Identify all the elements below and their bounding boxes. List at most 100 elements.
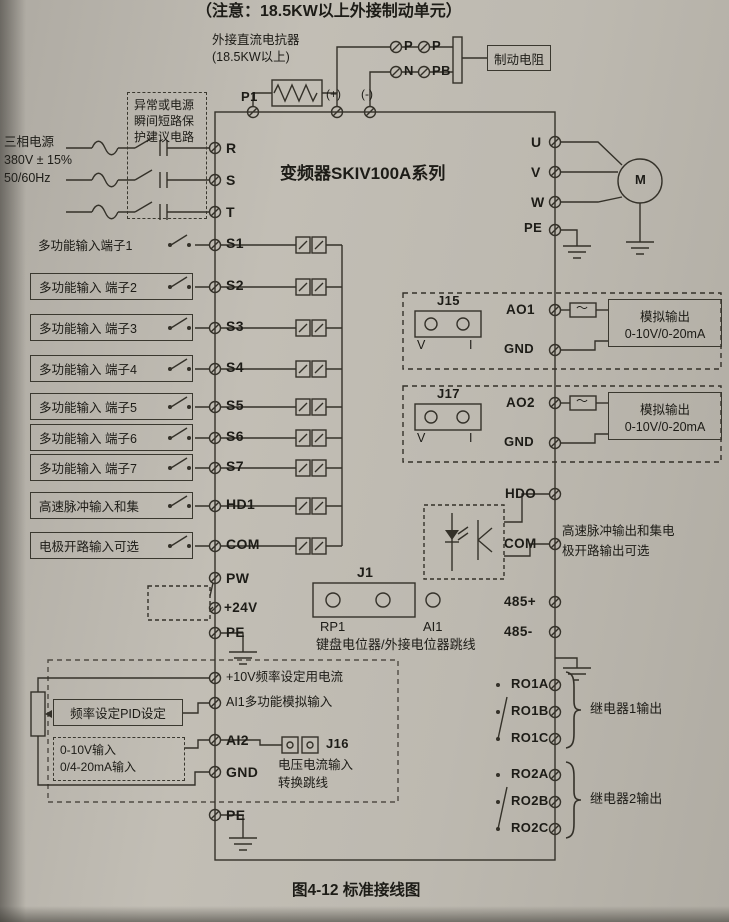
terminal-s4-label: S4: [226, 359, 244, 375]
hdo-desc-line-2: 极开路输出可选: [562, 544, 650, 558]
supply-label-2: 380V ± 15%: [4, 153, 73, 167]
terminal-ro2c-label: RO2C: [511, 820, 549, 835]
relay2-desc: 继电器2输出: [590, 791, 663, 806]
analog-output-box-1: 模拟输出 0-10V/0-20mA: [608, 299, 722, 347]
analog-output-box-1-line-2: 0-10V/0-20mA: [624, 326, 706, 341]
terminal-hd1-label: HD1: [226, 496, 256, 512]
hdo-desc-line-1: 高速脉冲输出和集电: [562, 524, 675, 538]
j17-v-label: V: [417, 431, 426, 445]
ao2-wave-symbol: ～: [576, 394, 589, 408]
terminal-s3-label: S3: [226, 318, 244, 334]
terminal-s6-label: S6: [226, 428, 244, 444]
supply-label-3: 50/60Hz: [4, 171, 51, 185]
digital-input-label-6: 多功能输入 端子6: [30, 424, 193, 451]
pid-setting-box: 频率设定PID设定: [53, 699, 183, 726]
terminal-p-label-1: P: [404, 38, 414, 53]
digital-input-label-2: 多功能输入 端子2: [30, 273, 193, 300]
terminal-s7-label: S7: [226, 458, 244, 474]
digital-input-label-4: 多功能输入 端子4: [30, 355, 193, 382]
note-title: （注意：18.5KW以上外接制动单元）: [196, 3, 462, 20]
dc-reactor-label-2: (18.5KW以上): [212, 50, 290, 64]
protection-note-line-2: 瞬间短路保: [134, 114, 195, 128]
terminal-gnd-left-label: GND: [226, 764, 259, 780]
terminal-pb-label: PB: [432, 63, 451, 78]
supply-lines: [66, 137, 209, 220]
terminal-w-label: W: [531, 194, 545, 210]
terminal-ro1c-label: RO1C: [511, 730, 549, 745]
inverter-outline: [214, 111, 556, 861]
terminal-ro1a-label: RO1A: [511, 676, 549, 691]
j15-v-label: V: [417, 338, 426, 352]
terminal-com-right-label: COM: [504, 536, 537, 551]
analog-output-box-2-line-1: 模拟输出: [639, 402, 690, 417]
j15-label: J15: [437, 293, 460, 308]
protection-note-line-3: 护建议电路: [134, 130, 195, 144]
terminal-p1-label: P1: [241, 89, 258, 104]
protection-note-box: 异常或电源 瞬间短路保 护建议电路: [127, 92, 207, 219]
brake-resistor-box: 制动电阻: [487, 45, 551, 71]
terminal-ao2-label: AO2: [506, 395, 535, 410]
top-circuit: [252, 36, 487, 107]
dc-plus-label: (+): [326, 87, 341, 101]
terminal-s1-label: S1: [226, 235, 244, 251]
p10v-label: +10V频率设定用电流: [226, 670, 344, 684]
analog-output-box-2: 模拟输出 0-10V/0-20mA: [608, 392, 722, 440]
digital-input-label-8: 高速脉冲输入和集: [30, 492, 193, 519]
j17-label: J17: [437, 386, 460, 401]
terminal-pe-out-label: PE: [524, 220, 543, 235]
terminal-pe-bottom-label: PE: [226, 807, 246, 823]
right-ground: [555, 657, 591, 681]
terminal-v-label: V: [531, 164, 541, 180]
terminal-ao1-label: AO1: [506, 302, 535, 317]
terminal-gnd-ao1-label: GND: [504, 341, 535, 356]
j1-label: J1: [357, 564, 374, 580]
rp1-label: RP1: [320, 619, 346, 634]
aux-power-lines: [147, 582, 257, 665]
dc-minus-label: (-): [361, 87, 373, 101]
digital-input-label-5: 多功能输入 端子5: [30, 393, 193, 420]
dc-reactor-label-1: 外接直流电抗器: [212, 33, 300, 47]
ai2-range-box: 0-10V输入 0/4-20mA输入: [53, 737, 185, 781]
terminal-gnd-ao2-label: GND: [504, 434, 535, 449]
j17-i-label: I: [469, 431, 473, 445]
vi-convert-label-1: 电压电流输入: [278, 758, 354, 772]
terminal-485n-label: 485-: [504, 624, 533, 639]
analog-input-lines: [30, 659, 399, 851]
figure-caption: 图4-12 标准接线图: [292, 882, 421, 899]
digital-input-label-9: 电极开路输入可选: [30, 532, 193, 559]
terminal-485p-label: 485+: [504, 594, 537, 609]
terminal-s2-label: S2: [226, 277, 244, 293]
terminal-pw-label: PW: [226, 570, 250, 586]
vi-convert-label-2: 转换跳线: [278, 776, 329, 790]
terminal-n-label: N: [404, 63, 414, 78]
terminal-ro2a-label: RO2A: [511, 766, 549, 781]
hdo-circuit: [423, 493, 549, 580]
terminal-s5-label: S5: [226, 397, 244, 413]
terminal-ai2-label: AI2: [226, 732, 249, 748]
relay-circuit: [496, 671, 582, 839]
motor-label: M: [635, 172, 647, 187]
terminal-u-label: U: [531, 134, 542, 150]
terminal-t-label: T: [226, 204, 235, 220]
terminal-r-label: R: [226, 140, 237, 156]
protection-note-line-1: 异常或电源: [134, 98, 195, 112]
terminal-24v-label: +24V: [224, 600, 258, 615]
analog-output-box-2-line-2: 0-10V/0-20mA: [624, 419, 706, 434]
terminal-com-left-label: COM: [226, 536, 260, 552]
terminal-p-label-2: P: [432, 38, 442, 53]
supply-label-1: 三相电源: [4, 135, 55, 149]
terminal-pe-mid-label: PE: [226, 625, 245, 640]
analog-output-box-1-line-1: 模拟输出: [639, 309, 690, 324]
relay1-desc: 继电器1输出: [590, 701, 663, 716]
digital-input-label-7: 多功能输入 端子7: [30, 454, 193, 481]
terminal-ro1b-label: RO1B: [511, 703, 549, 718]
digital-input-label-3: 多功能输入 端子3: [30, 314, 193, 341]
inverter-title: 变频器SKIV100A系列: [280, 164, 446, 183]
digital-input-label-1: 多功能输入端子1: [38, 239, 133, 253]
motor-circuit: [561, 141, 663, 259]
ai2-range-line-1: 0-10V输入: [60, 743, 117, 757]
ao1-wave-symbol: ～: [576, 301, 589, 315]
terminal-ro2b-label: RO2B: [511, 793, 549, 808]
